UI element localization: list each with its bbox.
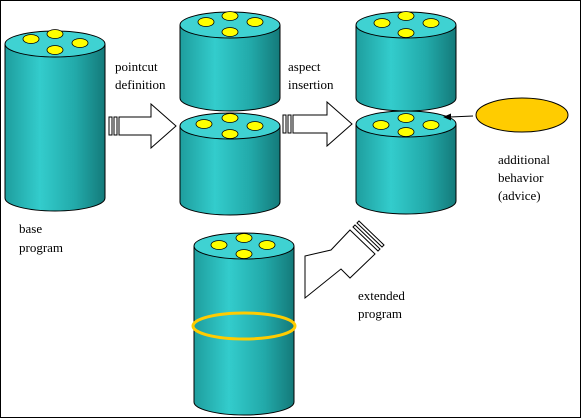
pointcut-label-line1: pointcut [115,59,158,74]
advice-label-line2: behavior [498,170,544,185]
join-point [46,29,64,39]
base-program-label-line2: program [19,240,64,255]
pointcut-label-line2: definition [115,77,166,92]
pointcut-bottom-cylinder [179,112,281,216]
join-point [235,249,253,259]
join-point [46,45,64,55]
join-point [71,38,89,48]
base-program-label-line1: base [19,221,43,236]
extended-program-label-line2: program [358,306,403,321]
advice-ring [191,311,297,341]
join-point [397,113,415,123]
pointcut-top-cylinder [179,11,281,112]
arrow-pointcut [108,102,177,150]
aspect-bottom-cylinder [355,110,457,215]
join-point [22,34,40,44]
aspect-label-line1: aspect [288,59,321,74]
extended-program-label-line1: extended [358,288,405,303]
join-point [397,28,415,38]
aspect-top-cylinder [355,11,457,112]
join-point [258,240,276,250]
extended-program-cylinder [191,232,297,416]
join-point [422,18,440,28]
join-point [195,119,213,129]
join-point [397,11,415,21]
advice-label-line1: additional [498,152,550,167]
join-point [422,120,440,130]
advice-shape [443,97,569,133]
join-point [235,233,253,243]
join-point [221,129,239,139]
join-point [221,11,239,21]
join-point [246,121,264,131]
arrow-extended [304,220,385,300]
arrow-aspect-insertion [282,100,353,148]
join-point [397,127,415,137]
base-program-cylinder [4,29,106,212]
join-point [197,17,215,27]
join-point [221,27,239,37]
join-point [373,18,391,28]
advice-label-line3: (advice) [498,188,541,203]
join-point [246,17,264,27]
aspect-label-line2: insertion [288,77,334,92]
join-point [372,120,390,130]
join-point [210,240,228,250]
join-point [221,113,239,123]
